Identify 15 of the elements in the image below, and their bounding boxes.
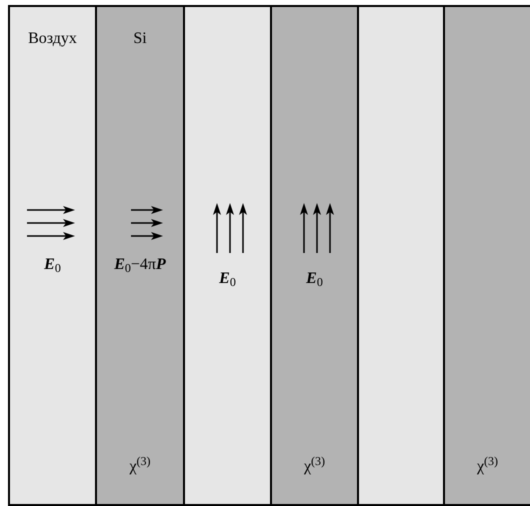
material-layer [8,7,95,504]
layer-label: χ$^{(3)}$ [302,457,326,477]
layer-label: Воздух [27,29,78,49]
material-layer [443,7,530,504]
layer-label: χ$^{(3)}$ [128,457,152,477]
material-layer [95,7,183,504]
material-layer [357,7,443,504]
layer-label: χ$^{(3)}$ [476,457,500,477]
layer-label: E$_{0}$ [305,269,324,289]
layer-label: E$_{0}$−4πP [113,255,167,275]
material-layer [270,7,357,504]
layer-label: E$_{0}$ [43,255,62,275]
material-layer [183,7,270,504]
layer-label: E$_{0}$ [218,269,237,289]
layer-label: Si [132,29,148,49]
